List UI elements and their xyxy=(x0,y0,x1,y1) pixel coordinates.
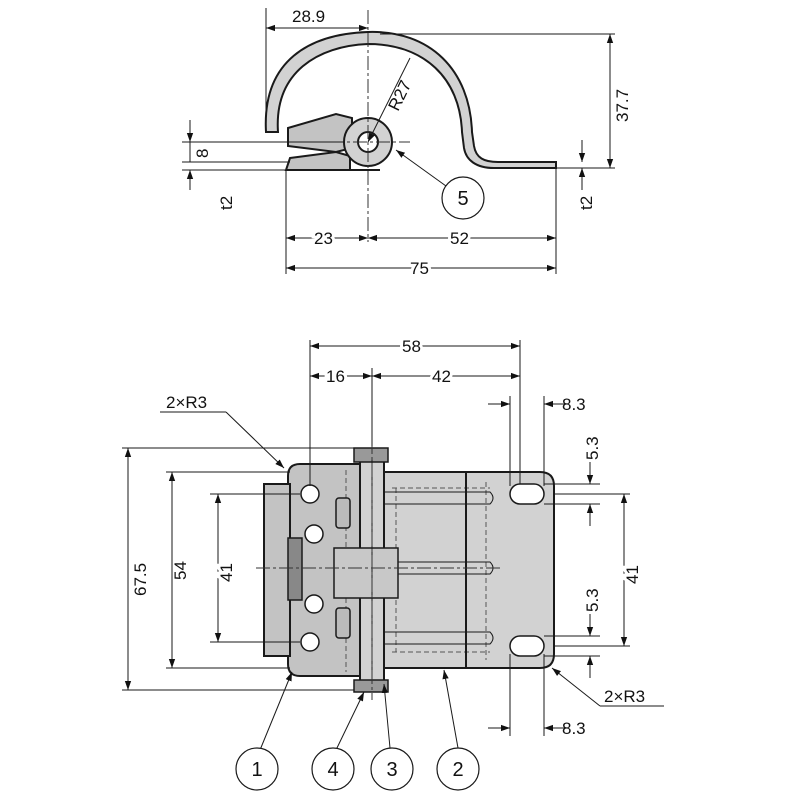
mount-hole-bottom-left xyxy=(300,632,320,652)
mount-hole-lower-mid xyxy=(304,594,324,614)
hinge-curved-body xyxy=(264,30,557,169)
dim-corner-radius-bottom: 2×R3 xyxy=(604,687,645,706)
dim-height: 37.7 xyxy=(613,89,632,122)
mount-hole-upper-mid xyxy=(304,524,324,544)
radius-leader xyxy=(367,57,411,143)
dim-plate-height: 54 xyxy=(171,561,190,580)
top-view: R27 28.9 37.7 8 t2 t2 23 52 75 xyxy=(182,7,632,281)
slot-hole-bottom-right xyxy=(509,635,545,657)
dim-thickness-left: t2 xyxy=(217,196,236,210)
hinge-leaf-bottom xyxy=(284,150,351,171)
callout-leader-2 xyxy=(442,669,459,749)
leader-corner-radius-top xyxy=(225,411,285,469)
dim-left-offset: 23 xyxy=(314,229,333,248)
dim-slot-height-top: 5.3 xyxy=(583,436,602,460)
callout-leader-1 xyxy=(259,671,293,751)
dim-front-right-offset: 42 xyxy=(432,367,451,386)
knuckle-center-sleeve xyxy=(333,547,399,599)
dim-total-length: 75 xyxy=(410,259,429,278)
dim-span: 58 xyxy=(402,337,421,356)
slot-hole-top-right xyxy=(509,483,545,505)
left-side-plate xyxy=(263,483,291,657)
callout-circle-5 xyxy=(441,176,485,220)
callout-circle-3 xyxy=(370,747,414,791)
callout-label-3: 3 xyxy=(386,759,397,781)
callout-label-5: 5 xyxy=(457,188,468,210)
dim-total-height: 67.5 xyxy=(131,563,150,596)
knuckle-cap-top xyxy=(353,447,389,463)
bracket-block xyxy=(287,537,303,601)
callout-circle-4 xyxy=(311,747,355,791)
dim-slot-width-top: 8.3 xyxy=(562,395,586,414)
hinge-leaf-top xyxy=(287,112,353,154)
callout-leader-5 xyxy=(395,149,447,187)
dim-front-left-offset: 16 xyxy=(326,367,345,386)
callout-leader-4 xyxy=(335,691,365,751)
mount-hole-top-left xyxy=(300,484,320,504)
knuckle-cap-bottom xyxy=(353,679,389,693)
dim-hole-pitch-left: 41 xyxy=(217,563,236,582)
callout-label-1: 1 xyxy=(251,759,262,781)
callout-circle-1 xyxy=(235,747,279,791)
callout-circle-2 xyxy=(436,747,480,791)
dim-thickness-right: t2 xyxy=(577,196,596,210)
front-view: 58 16 42 8.3 8.3 2×R3 2×R3 5.3 xyxy=(122,334,664,791)
callout-label-2: 2 xyxy=(452,759,463,781)
dim-radius: R27 xyxy=(385,77,416,113)
dim-width-left: 28.9 xyxy=(292,7,325,26)
leader-corner-radius-bottom xyxy=(551,667,601,707)
dim-corner-radius-top: 2×R3 xyxy=(166,393,207,412)
right-leaf-plate xyxy=(381,471,555,669)
dim-slot-width-bottom: 8.3 xyxy=(562,719,586,738)
callout-leader-3 xyxy=(381,683,391,749)
rod-top xyxy=(270,491,494,505)
dim-slot-height-bottom: 5.3 xyxy=(583,588,602,612)
small-slot-bottom xyxy=(335,607,351,639)
small-slot-top xyxy=(335,497,351,529)
dim-hole-pitch-right: 41 xyxy=(623,565,642,584)
rod-bottom xyxy=(270,631,494,645)
dim-gap: 8 xyxy=(193,149,212,158)
callout-label-4: 4 xyxy=(327,759,338,781)
dim-right-offset: 52 xyxy=(450,229,469,248)
